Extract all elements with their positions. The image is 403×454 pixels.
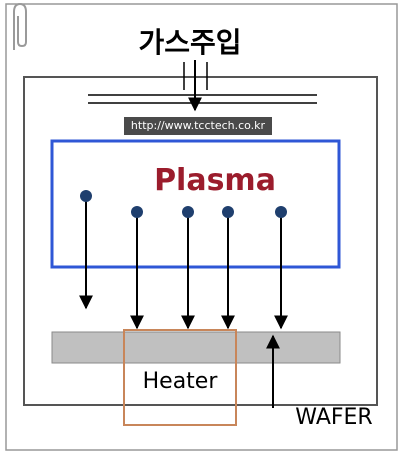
plasma-region: [50, 139, 341, 269]
chamber: [23, 76, 378, 406]
gas-inlet-label: 가스주입: [138, 26, 241, 59]
paperclip-icon: [13, 2, 27, 50]
wafer-label: WAFER: [295, 405, 372, 430]
ion-particle-1: [80, 190, 92, 202]
outer-frame: [5, 3, 398, 451]
ion-particle-5: [275, 206, 287, 218]
ion-particle-2: [131, 206, 143, 218]
heater-label: Heater: [143, 369, 219, 394]
heater: [123, 329, 237, 426]
watermark: http://www.tcctech.co.kr: [124, 117, 272, 135]
plasma-label: Plasma: [154, 163, 276, 198]
ion-particle-4: [222, 206, 234, 218]
wafer: [51, 331, 341, 364]
ion-particle-3: [182, 206, 194, 218]
